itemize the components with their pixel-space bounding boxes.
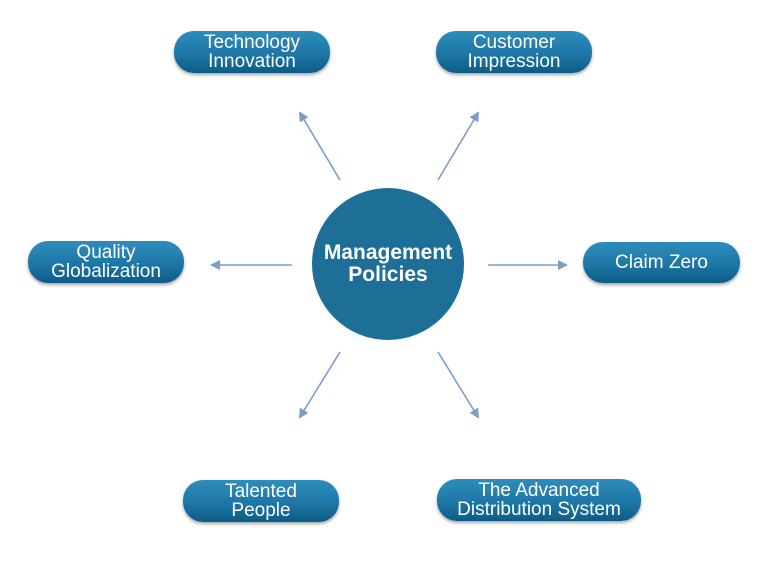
claim-zero-label: Claim Zero (615, 252, 708, 273)
quality-globalization-label: Quality Globalization (51, 242, 161, 282)
claim-zero-node: Claim Zero (583, 242, 740, 283)
management-policies-node: Management Policies (312, 188, 464, 340)
customer-impression-node: Customer Impression (436, 31, 592, 73)
arrow-to-advanced-distribution (437, 351, 480, 419)
arrow-to-technology-innovation (298, 111, 341, 181)
arrow-to-customer-impression (437, 111, 480, 181)
technology-innovation-node: Technology Innovation (174, 31, 330, 73)
center-label-line2: Policies (348, 263, 428, 286)
talented-people-label: Talented People (225, 481, 297, 521)
technology-innovation-label: Technology Innovation (203, 32, 301, 72)
arrow-to-talented-people (298, 351, 341, 419)
advanced-distribution-node: The Advanced Distribution System (437, 479, 641, 521)
advanced-distribution-label: The Advanced Distribution System (457, 480, 621, 520)
quality-globalization-node: Quality Globalization (28, 241, 184, 283)
customer-impression-label: Customer Impression (467, 32, 561, 72)
center-label-line1: Management (323, 241, 453, 264)
talented-people-node: Talented People (183, 480, 339, 522)
